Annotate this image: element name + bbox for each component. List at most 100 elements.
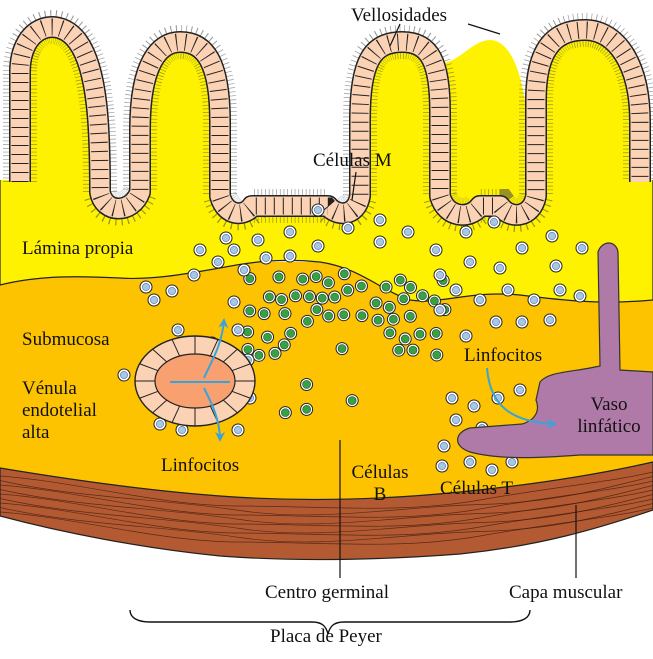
t-cell bbox=[464, 256, 476, 268]
t-cell bbox=[436, 460, 448, 472]
b-cell bbox=[301, 315, 313, 327]
label-lamina-propia: Lámina propia bbox=[22, 238, 133, 260]
t-cell bbox=[220, 232, 232, 244]
b-cell bbox=[356, 310, 368, 322]
b-cell bbox=[289, 290, 301, 302]
b-cell bbox=[253, 349, 265, 361]
b-cell bbox=[417, 290, 429, 302]
b-cell bbox=[301, 403, 313, 415]
t-cell bbox=[430, 244, 442, 256]
b-cell bbox=[414, 328, 426, 340]
b-cell bbox=[301, 378, 313, 390]
b-cell bbox=[405, 281, 417, 293]
t-cell bbox=[188, 269, 200, 281]
b-cell bbox=[355, 280, 367, 292]
t-cell bbox=[502, 284, 514, 296]
b-cell bbox=[370, 297, 382, 309]
b-cell bbox=[399, 333, 411, 345]
label-linfocitos-right: Linfocitos bbox=[464, 345, 542, 367]
t-cell bbox=[464, 456, 476, 468]
t-cell bbox=[402, 226, 414, 238]
t-cell bbox=[434, 304, 446, 316]
t-cell bbox=[140, 281, 152, 293]
b-cell bbox=[279, 407, 291, 419]
t-cell bbox=[374, 214, 386, 226]
t-cell bbox=[460, 226, 472, 238]
b-cell bbox=[310, 271, 322, 283]
t-cell bbox=[374, 236, 386, 248]
t-cell bbox=[284, 226, 296, 238]
t-cell bbox=[474, 294, 486, 306]
label-placa-de-peyer: Placa de Peyer bbox=[270, 626, 382, 648]
t-cell bbox=[118, 369, 130, 381]
t-cell bbox=[148, 294, 160, 306]
b-cell bbox=[279, 308, 291, 320]
b-cell bbox=[404, 310, 416, 322]
label-venula: Vénula endotelial alta bbox=[22, 378, 97, 444]
b-cell bbox=[262, 331, 274, 343]
label-celulas-b: Células B bbox=[345, 462, 415, 506]
t-cell bbox=[490, 316, 502, 328]
b-cell bbox=[394, 274, 406, 286]
b-cell bbox=[407, 344, 419, 356]
b-cell bbox=[346, 395, 358, 407]
b-cell bbox=[430, 327, 442, 339]
t-cell bbox=[212, 256, 224, 268]
b-cell bbox=[338, 309, 350, 321]
label-venula-line1: Vénula bbox=[22, 378, 97, 400]
label-celulas-b-line1: Células bbox=[345, 462, 415, 484]
b-cell bbox=[329, 291, 341, 303]
label-celulas-t: Células T bbox=[440, 478, 513, 500]
t-cell bbox=[574, 290, 586, 302]
t-cell bbox=[528, 294, 540, 306]
label-venula-line2: endotelial bbox=[22, 400, 97, 422]
t-cell bbox=[312, 204, 324, 216]
b-cell bbox=[285, 327, 297, 339]
t-cell bbox=[494, 262, 506, 274]
t-cell bbox=[228, 296, 240, 308]
t-cell bbox=[232, 324, 244, 336]
label-centro-germinal: Centro germinal bbox=[265, 582, 389, 604]
label-capa-muscular: Capa muscular bbox=[509, 582, 622, 604]
t-cell bbox=[576, 242, 588, 254]
t-cell bbox=[166, 285, 178, 297]
t-cell bbox=[252, 234, 264, 246]
label-vaso-linfatico: Vaso linfático bbox=[564, 394, 653, 438]
b-cell bbox=[383, 301, 395, 313]
t-cell bbox=[284, 250, 296, 262]
b-cell bbox=[276, 294, 288, 306]
label-submucosa: Submucosa bbox=[22, 329, 110, 351]
b-cell bbox=[244, 305, 256, 317]
t-cell bbox=[460, 330, 472, 342]
t-cell bbox=[172, 324, 184, 336]
t-cell bbox=[434, 269, 446, 281]
b-cell bbox=[278, 339, 290, 351]
t-cell bbox=[468, 400, 480, 412]
b-cell bbox=[297, 273, 309, 285]
b-cell bbox=[387, 313, 399, 325]
label-venula-line3: alta bbox=[22, 422, 97, 444]
b-cell bbox=[269, 347, 281, 359]
b-cell bbox=[263, 291, 275, 303]
t-cell bbox=[450, 414, 462, 426]
t-cell bbox=[546, 230, 558, 242]
t-cell bbox=[194, 244, 206, 256]
b-cell bbox=[372, 314, 384, 326]
label-linfocitos-left: Linfocitos bbox=[161, 455, 239, 477]
b-cell bbox=[311, 304, 323, 316]
b-cell bbox=[384, 327, 396, 339]
t-cell bbox=[544, 314, 556, 326]
t-cell bbox=[488, 216, 500, 228]
b-cell bbox=[316, 292, 328, 304]
t-cell bbox=[550, 260, 562, 272]
t-cell bbox=[446, 392, 458, 404]
b-cell bbox=[431, 349, 443, 361]
t-cell bbox=[438, 440, 450, 452]
label-vellosidades: Vellosidades bbox=[351, 5, 447, 27]
label-vaso-line1: Vaso bbox=[564, 394, 653, 416]
t-cell bbox=[516, 242, 528, 254]
t-cell bbox=[516, 316, 528, 328]
t-cell bbox=[342, 222, 354, 234]
